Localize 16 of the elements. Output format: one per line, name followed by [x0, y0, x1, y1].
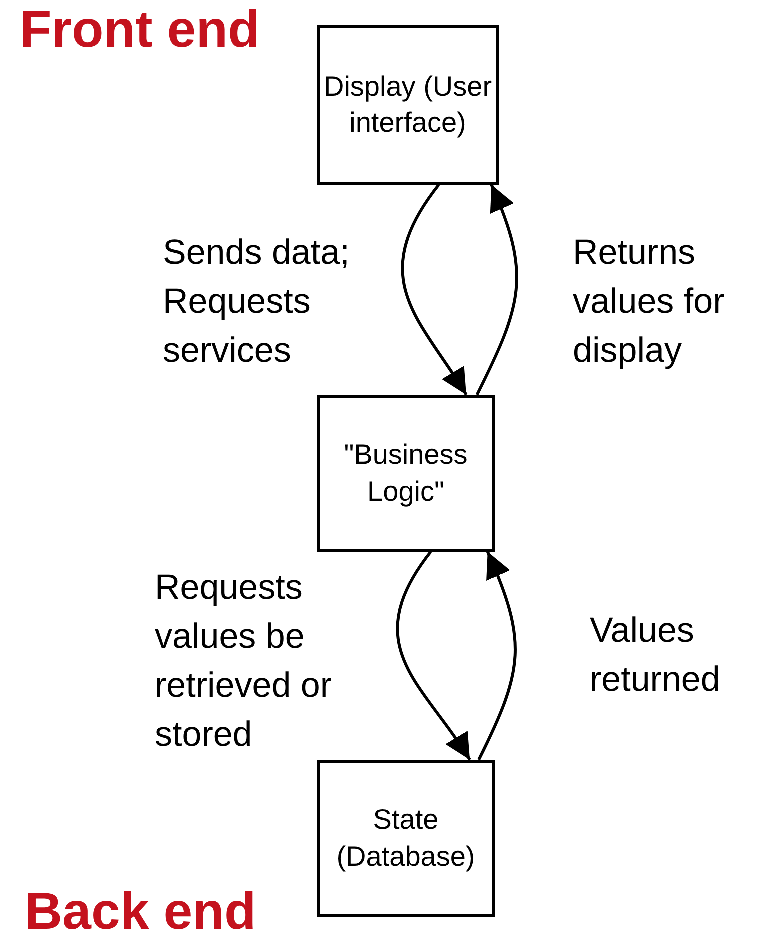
edge-label: Values returned — [590, 610, 722, 701]
process-box — [317, 395, 495, 552]
edge-label: Sends data; Requests services — [163, 232, 351, 372]
process-box — [317, 760, 495, 917]
box-label: "Business Logic" — [343, 438, 469, 509]
process-box — [317, 25, 499, 185]
box-label: Display (User interface) — [322, 70, 494, 140]
tier-heading: Front end — [20, 0, 260, 60]
curved-arrow — [478, 551, 517, 761]
box-label: State (Database) — [336, 803, 476, 874]
curved-arrow — [396, 551, 472, 761]
curved-arrow — [401, 184, 468, 396]
tier-heading: Back end — [25, 882, 256, 940]
curved-arrow — [476, 184, 518, 396]
edge-label: Returns values for display — [573, 232, 726, 372]
edge-label: Requests values be retrieved or stored — [155, 567, 334, 756]
